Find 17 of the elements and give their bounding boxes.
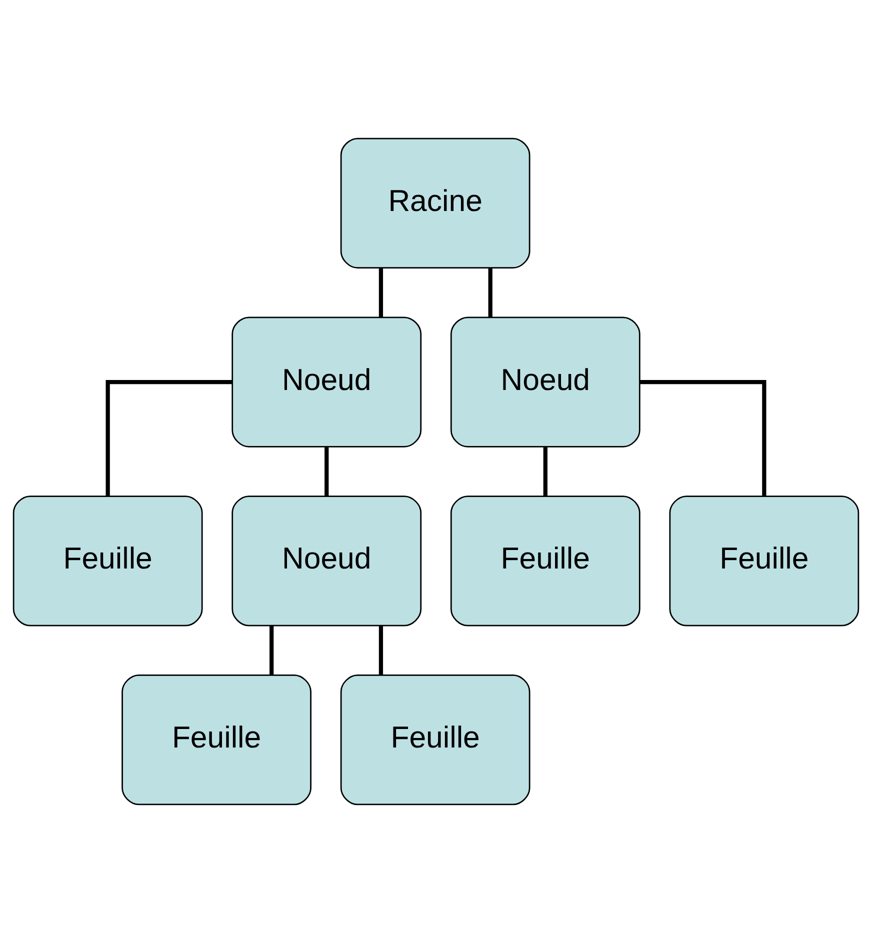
node-box: Feuille xyxy=(669,496,860,626)
connector xyxy=(106,380,232,496)
node-box: Noeud xyxy=(232,316,422,448)
connector xyxy=(378,268,384,318)
node-box: Feuille xyxy=(12,496,203,626)
connector xyxy=(488,268,492,318)
connector xyxy=(640,380,766,496)
connector xyxy=(378,626,384,676)
node-box: Feuille xyxy=(450,496,640,626)
connector xyxy=(270,626,274,676)
node-box: Noeud xyxy=(232,496,422,626)
node-box: Racine xyxy=(340,138,530,269)
node-box: Noeud xyxy=(450,316,640,448)
node-box: Feuille xyxy=(340,674,530,806)
connector xyxy=(324,447,329,496)
node-box: Feuille xyxy=(122,674,312,806)
connector xyxy=(543,447,548,496)
